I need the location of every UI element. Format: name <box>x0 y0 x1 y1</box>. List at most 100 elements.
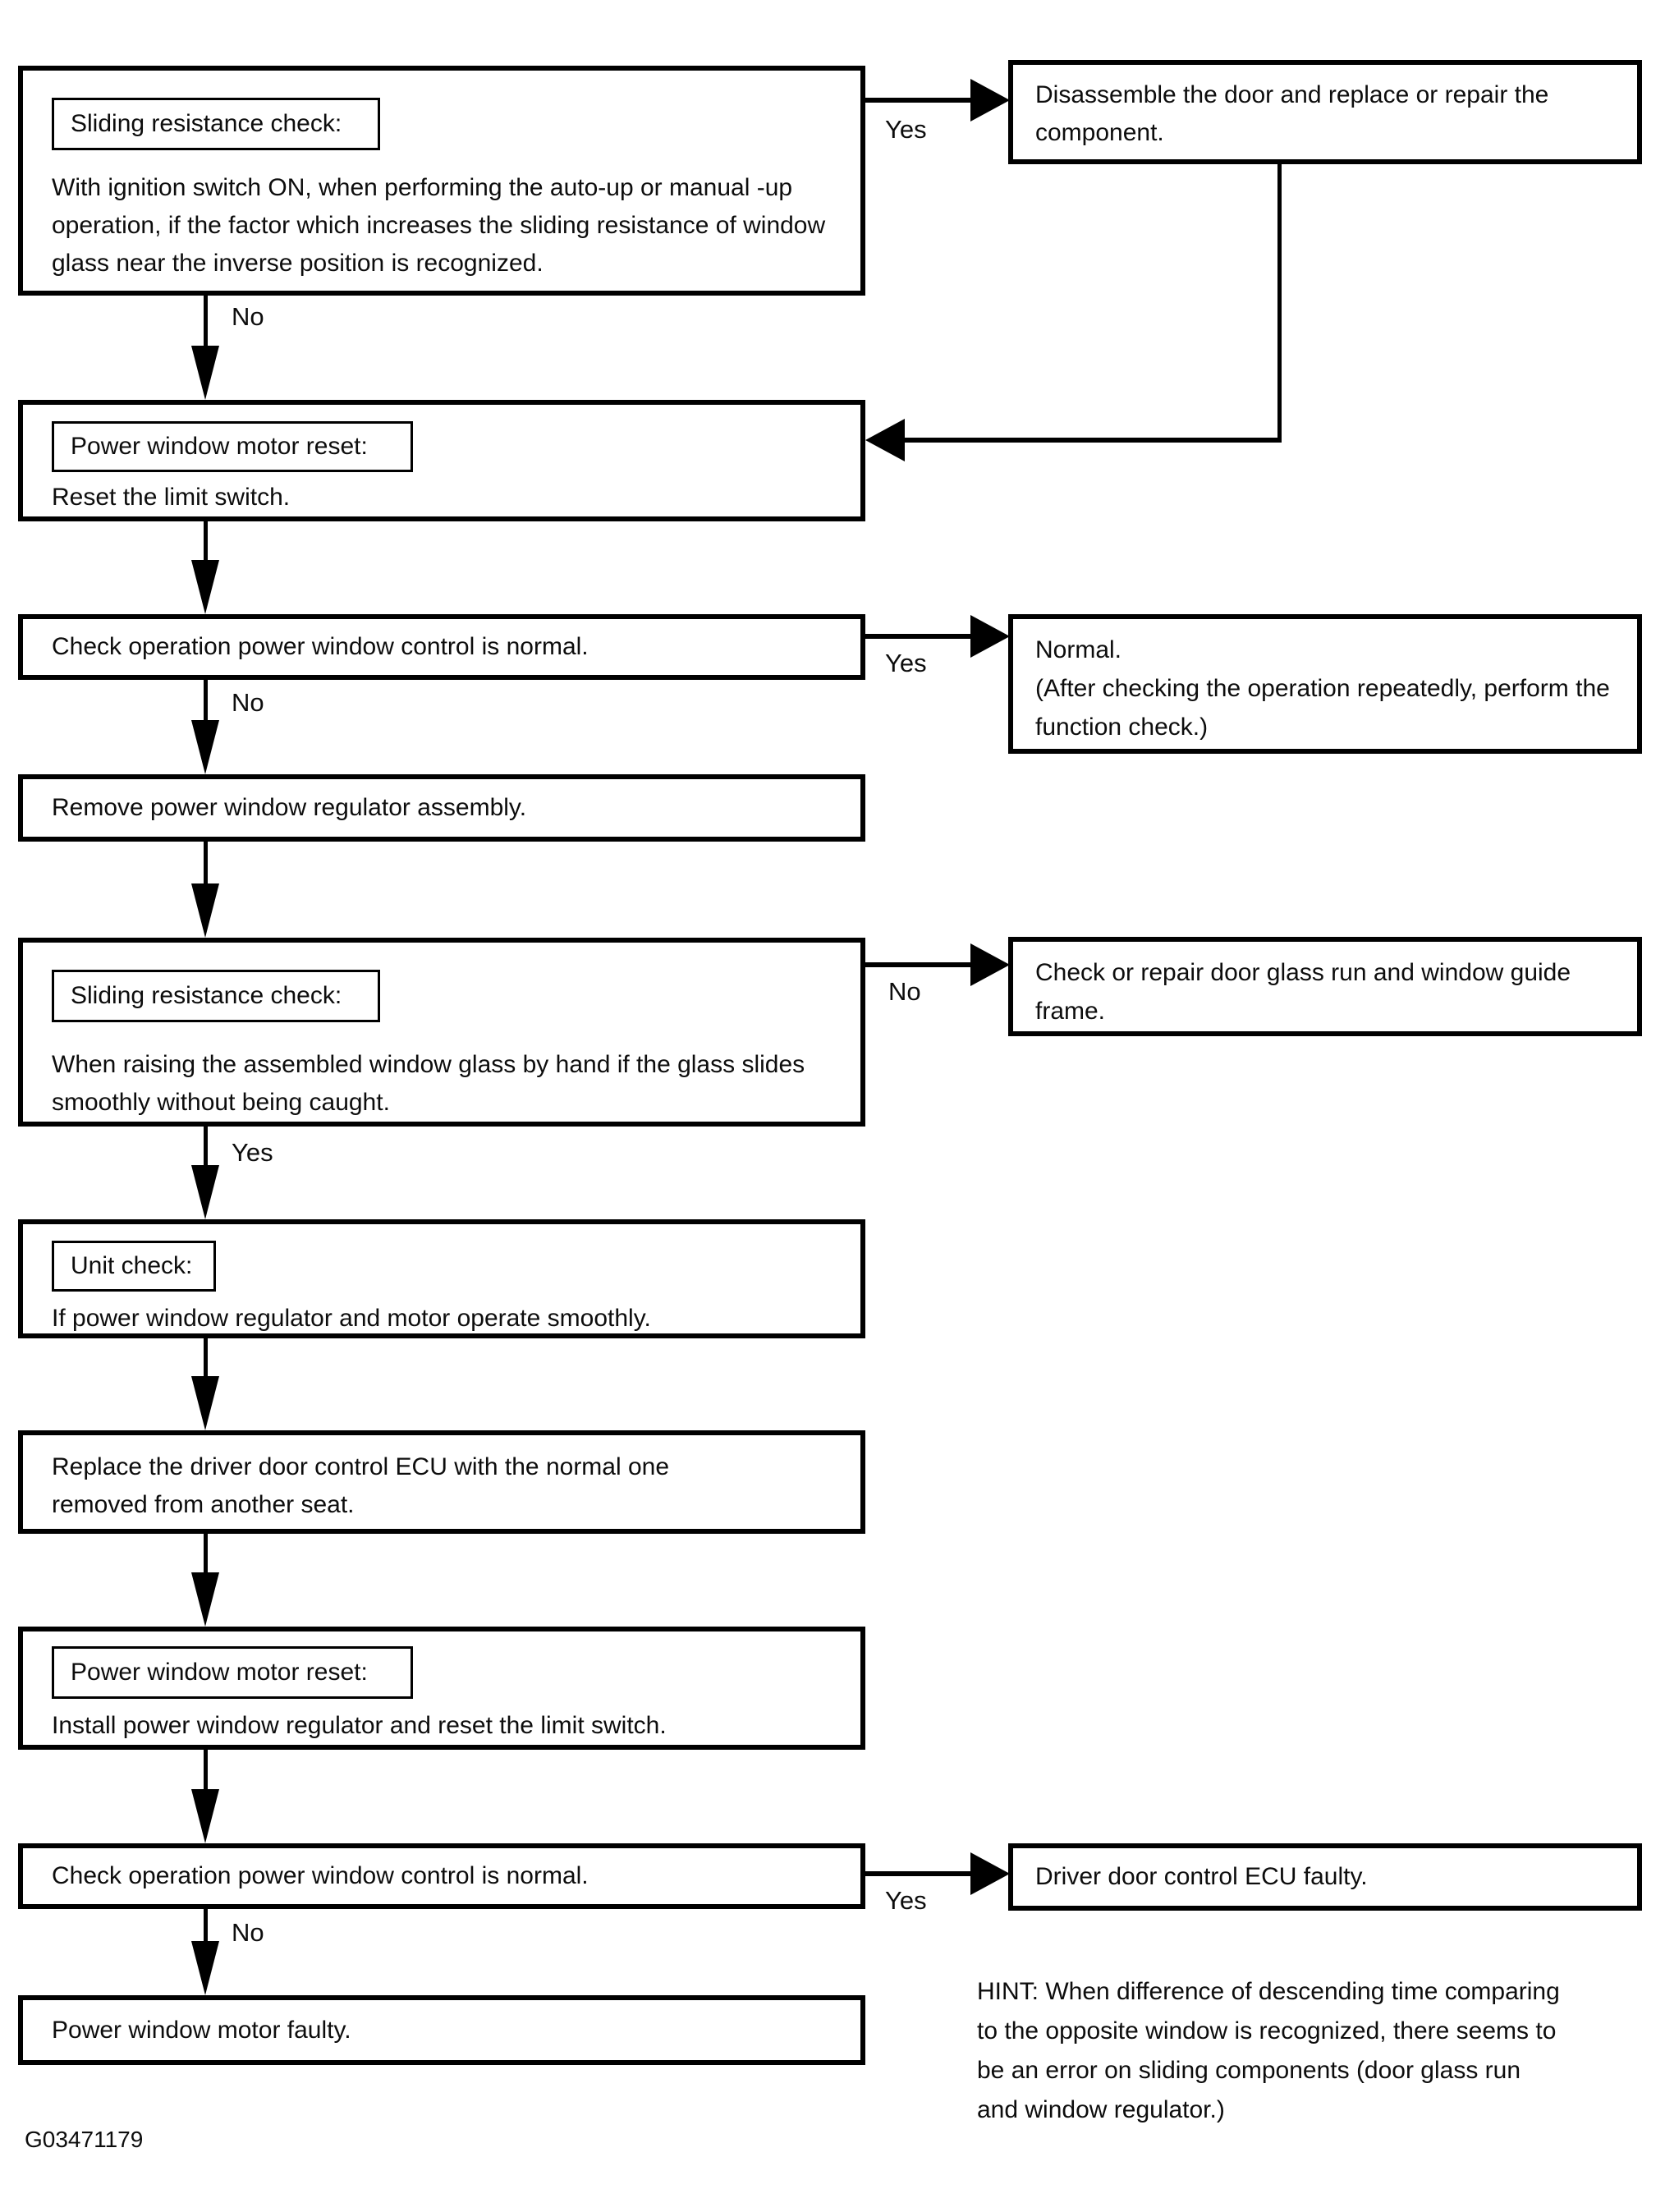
node-sliding-resistance-check-1-title-box: Sliding resistance check: <box>52 98 380 150</box>
node-power-window-motor-reset-1-title-box: Power window motor reset: <box>52 421 413 472</box>
text-line: HINT: When difference of descending time… <box>977 1978 1560 2005</box>
arrow-head-e-to-f <box>191 1165 219 1219</box>
text-line: Reset the limit switch. <box>52 484 291 511</box>
text-line: and window regulator.) <box>977 2096 1225 2123</box>
node-replace-driver-door-ecu-body: Replace the driver door control ECU with… <box>52 1448 669 1524</box>
text-line: to the opposite window is recognized, th… <box>977 2017 1557 2044</box>
node-check-operation-1: Check operation power window control is … <box>18 614 865 680</box>
arrow-line-d-to-e <box>204 842 208 885</box>
text-line: Replace the driver door control ECU with… <box>52 1453 670 1480</box>
arrow-line-a-to-disassemble <box>865 98 970 103</box>
node-power-window-motor-faulty: Power window motor faulty. <box>18 1995 865 2065</box>
node-sliding-resistance-check-1-title: Sliding resistance check: <box>71 110 342 137</box>
connector-line-disassemble-down <box>1277 164 1282 440</box>
arrow-line-g-to-h <box>204 1534 208 1574</box>
edge-label-no-i: No <box>232 1918 264 1947</box>
text-line: Disassemble the door and replace or repa… <box>1035 81 1549 108</box>
arrow-line-i-to-ecufaulty <box>865 1871 970 1876</box>
arrow-line-e-to-f <box>204 1127 208 1167</box>
node-remove-regulator-body: Remove power window regulator assembly. <box>23 779 860 837</box>
arrow-head-i-to-ecufaulty <box>970 1852 1010 1895</box>
text-line: With ignition switch ON, when performing… <box>52 174 793 201</box>
node-sliding-resistance-check-1-body: With ignition switch ON, when performing… <box>52 169 825 282</box>
edge-label-no-a: No <box>232 302 264 331</box>
node-sliding-resistance-check-2-title: Sliding resistance check: <box>71 982 342 1009</box>
edge-label-yes-a: Yes <box>885 115 927 144</box>
node-power-window-motor-reset-1-title: Power window motor reset: <box>71 433 368 460</box>
arrow-line-c-to-normal <box>865 634 970 639</box>
node-sliding-resistance-check-2-body: When raising the assembled window glass … <box>52 1046 805 1122</box>
arrow-head-a-to-disassemble <box>970 79 1010 122</box>
connector-head-into-motor-reset-1 <box>865 419 905 461</box>
node-check-operation-2-body: Check operation power window control is … <box>23 1848 860 1904</box>
node-disassemble-door: Disassemble the door and replace or repa… <box>1008 60 1642 164</box>
figure-code: G03471179 <box>25 2127 144 2152</box>
edge-label-yes-c: Yes <box>885 649 927 677</box>
arrow-head-d-to-e <box>191 883 219 938</box>
node-normal-result: Normal. (After checking the operation re… <box>1008 614 1642 754</box>
node-power-window-motor-reset-1-body: Reset the limit switch. <box>52 479 290 516</box>
text-line: Check operation power window control is … <box>52 1862 589 1889</box>
arrow-head-a-to-b <box>191 346 219 400</box>
text-line: be an error on sliding components (door … <box>977 2057 1521 2084</box>
node-power-window-motor-reset-1: Power window motor reset: Reset the limi… <box>18 400 865 521</box>
arrow-head-b-to-c <box>191 560 219 614</box>
text-line: Install power window regulator and reset… <box>52 1712 667 1739</box>
arrow-head-i-to-j <box>191 1941 219 1995</box>
text-line: (After checking the operation repeatedly… <box>1035 675 1610 702</box>
node-sliding-resistance-check-2: Sliding resistance check: When raising t… <box>18 938 865 1127</box>
node-remove-regulator: Remove power window regulator assembly. <box>18 774 865 842</box>
text-line: Driver door control ECU faulty. <box>1035 1863 1368 1890</box>
node-driver-door-ecu-faulty: Driver door control ECU faulty. <box>1008 1843 1642 1911</box>
hint-note: HINT: When difference of descending time… <box>977 1972 1560 2130</box>
edge-label-no-e: No <box>888 977 921 1006</box>
node-power-window-motor-reset-2-title: Power window motor reset: <box>71 1659 368 1686</box>
arrow-line-b-to-c <box>204 521 208 562</box>
node-power-window-motor-reset-2-body: Install power window regulator and reset… <box>52 1707 667 1745</box>
node-sliding-resistance-check-2-title-box: Sliding resistance check: <box>52 970 380 1022</box>
node-check-repair-glass-run: Check or repair door glass run and windo… <box>1008 937 1642 1036</box>
arrow-head-f-to-g <box>191 1376 219 1430</box>
text-line: Check or repair door glass run and windo… <box>1035 959 1571 986</box>
arrow-line-a-to-b <box>204 296 208 347</box>
node-unit-check-title-box: Unit check: <box>52 1241 216 1292</box>
arrow-line-e-to-checkrepair <box>865 962 970 967</box>
text-line: function check.) <box>1035 714 1209 741</box>
text-line: removed from another seat. <box>52 1491 355 1518</box>
node-check-repair-glass-run-body: Check or repair door glass run and windo… <box>1035 953 1571 1030</box>
node-check-operation-2: Check operation power window control is … <box>18 1843 865 1909</box>
arrow-head-e-to-checkrepair <box>970 943 1010 986</box>
edge-label-no-c: No <box>232 688 264 717</box>
node-unit-check-body: If power window regulator and motor oper… <box>52 1300 651 1338</box>
arrow-line-i-to-j <box>204 1909 208 1943</box>
arrow-head-g-to-h <box>191 1572 219 1627</box>
arrow-line-f-to-g <box>204 1338 208 1378</box>
node-check-operation-1-body: Check operation power window control is … <box>23 619 860 675</box>
edge-label-yes-i: Yes <box>885 1886 927 1915</box>
arrow-head-h-to-i <box>191 1789 219 1843</box>
arrow-head-c-to-d <box>191 720 219 774</box>
text-line: When raising the assembled window glass … <box>52 1051 805 1078</box>
node-disassemble-door-body: Disassemble the door and replace or repa… <box>1035 76 1548 152</box>
arrow-head-c-to-normal <box>970 615 1010 658</box>
text-line: glass near the inverse position is recog… <box>52 250 544 277</box>
arrow-line-h-to-i <box>204 1750 208 1791</box>
edge-label-yes-e: Yes <box>232 1138 273 1167</box>
text-line: component. <box>1035 119 1164 146</box>
node-power-window-motor-faulty-body: Power window motor faulty. <box>23 2000 860 2060</box>
text-line: operation, if the factor which increases… <box>52 212 826 239</box>
node-unit-check-title: Unit check: <box>71 1252 193 1279</box>
arrow-line-c-to-d <box>204 680 208 722</box>
node-power-window-motor-reset-2-title-box: Power window motor reset: <box>52 1646 413 1699</box>
text-line: Normal. <box>1035 636 1122 663</box>
connector-line-disassemble-left <box>903 438 1282 443</box>
text-line: Power window motor faulty. <box>52 2016 351 2044</box>
text-line: Remove power window regulator assembly. <box>52 794 527 821</box>
node-unit-check: Unit check: If power window regulator an… <box>18 1219 865 1338</box>
node-replace-driver-door-ecu: Replace the driver door control ECU with… <box>18 1430 865 1534</box>
text-line: If power window regulator and motor oper… <box>52 1305 651 1332</box>
text-line: frame. <box>1035 998 1106 1025</box>
node-power-window-motor-reset-2: Power window motor reset: Install power … <box>18 1627 865 1750</box>
node-sliding-resistance-check-1: Sliding resistance check: With ignition … <box>18 66 865 296</box>
